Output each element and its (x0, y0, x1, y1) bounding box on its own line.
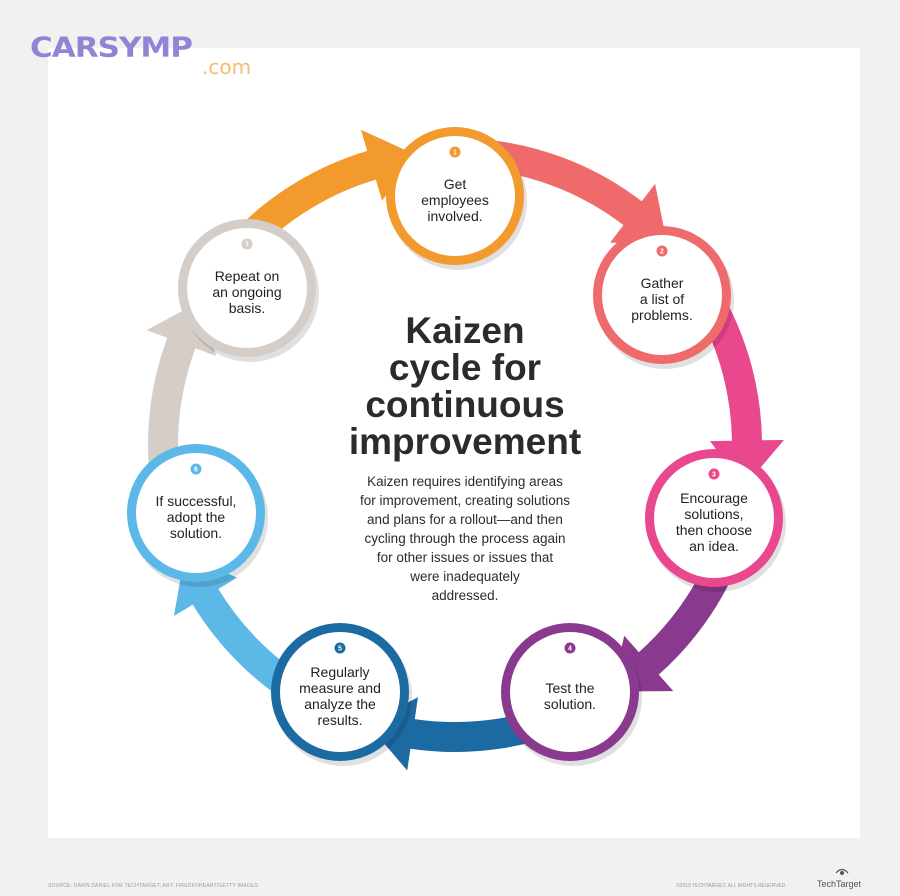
step-number-badge (564, 642, 576, 654)
step-label-line: analyze the (304, 696, 376, 712)
title-line: continuous (365, 384, 565, 425)
step-node-1: 1 (386, 127, 527, 270)
step-label-line: basis. (228, 300, 266, 316)
step-label-line: involved. (427, 208, 483, 224)
step-label-line: then choose (675, 522, 753, 538)
carsymp-logo: CARSYMP .com (30, 34, 280, 84)
title-line: cycle for (388, 347, 542, 388)
step-label-line: solutions, (684, 506, 744, 522)
description-line: Kaizen requires identifying areas (367, 474, 563, 489)
description-line: addressed. (431, 588, 499, 603)
step-node-face (510, 632, 630, 752)
step-number-badge (190, 463, 202, 475)
logo-wordmark: CARSYMP (30, 31, 193, 64)
title-line: improvement (348, 421, 582, 462)
step-label-line: Gather (640, 275, 684, 291)
description-line: and plans for a rollout—and then (367, 512, 563, 527)
step-node-face (654, 458, 774, 578)
step-node-3: 3 (645, 449, 786, 592)
step-number: 7 (245, 242, 249, 249)
step-label-line: results. (317, 712, 363, 728)
copyright-notice: ©2019 TECHTARGET. ALL RIGHTS RESERVED (676, 883, 786, 889)
step-number-badge (708, 468, 720, 480)
logo-suffix: .com (202, 55, 252, 79)
source-credit: SOURCE: DAWN DANIEL FOR TECHTARGET; ART:… (48, 883, 259, 889)
description-line: were inadequately (410, 569, 520, 584)
techtarget-brand: TechTarget (817, 879, 862, 889)
description-line: for other issues or issues that (376, 550, 554, 565)
step-node-face (602, 235, 722, 355)
step-label-line: employees (421, 192, 489, 208)
step-label-line: solution. (543, 696, 597, 712)
step-label-line: solution. (169, 525, 223, 541)
step-label-line: an idea. (689, 538, 739, 554)
step-label-line: an ongoing (212, 284, 282, 300)
step-node-face (136, 453, 256, 573)
step-node-2: 2 (593, 226, 734, 369)
step-number-badge (241, 238, 253, 250)
step-label-line: a list of (639, 291, 685, 307)
step-label-line: Get (443, 176, 467, 192)
step-node-4: 4 (501, 623, 642, 766)
diagram-description: Kaizen requires identifying areas for imp… (320, 472, 610, 605)
description-line: for improvement, creating solutions (359, 493, 571, 508)
step-label-line: Encourage (680, 490, 748, 506)
eye-icon (835, 868, 849, 875)
step-label-line: measure and (299, 680, 381, 696)
step-node-5: 5 (271, 623, 412, 766)
description-line: cycling through the process again (364, 531, 566, 546)
step-node-face (187, 228, 307, 348)
step-label-line: Repeat on (214, 268, 280, 284)
step-number-badge (449, 146, 461, 158)
step-number: 2 (660, 249, 664, 256)
step-number-badge (656, 245, 668, 257)
step-number: 3 (712, 472, 716, 479)
step-number: 6 (194, 467, 198, 474)
step-number-badge (334, 642, 346, 654)
step-number: 1 (453, 150, 457, 157)
title-line: Kaizen (405, 310, 525, 351)
step-label-line: adopt the (166, 509, 226, 525)
step-label-line: Regularly (310, 664, 370, 680)
step-label-line: If successful, (155, 493, 237, 509)
step-node-face (395, 136, 515, 256)
step-label-line: problems. (631, 307, 693, 323)
cycle-arrow-2 (468, 138, 668, 245)
step-number: 4 (568, 646, 572, 653)
step-label-line: Test the (545, 680, 595, 696)
step-node-6: 6 (127, 444, 268, 587)
step-node-7: 7 (178, 219, 319, 362)
step-node-face (280, 632, 400, 752)
step-nodes: 1 2 3 4 5 6 7 (127, 127, 786, 766)
step-number: 5 (338, 646, 342, 653)
